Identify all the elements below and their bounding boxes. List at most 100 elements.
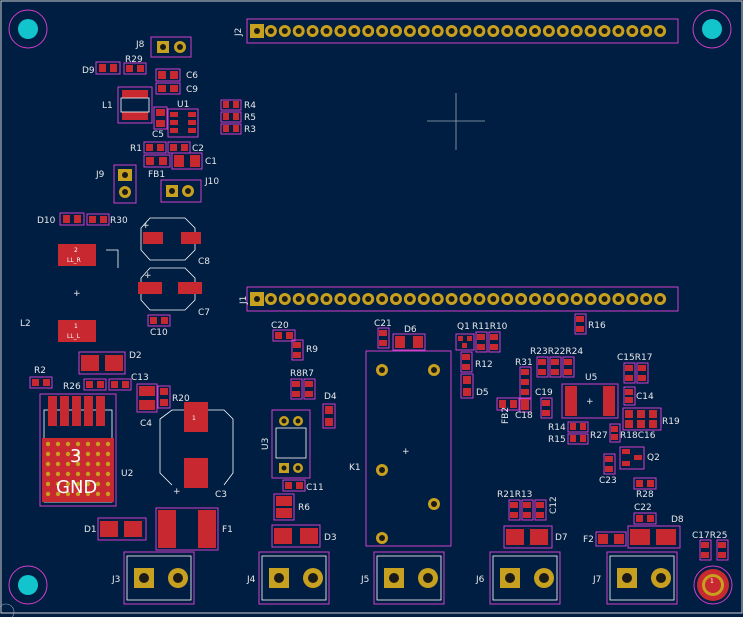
R22-resistor[interactable] bbox=[549, 356, 562, 378]
R29-resistor[interactable] bbox=[123, 62, 147, 75]
Q1-transistor[interactable] bbox=[455, 333, 475, 351]
D2-diode[interactable] bbox=[78, 351, 126, 375]
C1-capacitor[interactable] bbox=[171, 152, 203, 170]
U2-label: U2 bbox=[121, 469, 133, 479]
J6-terminal-block[interactable] bbox=[489, 551, 561, 605]
C9-capacitor[interactable] bbox=[155, 82, 181, 95]
J5-terminal-block[interactable] bbox=[373, 551, 445, 605]
C17-capacitor[interactable] bbox=[699, 539, 712, 561]
F2-fuse[interactable] bbox=[595, 531, 627, 547]
J1-pin bbox=[556, 293, 569, 305]
R11-resistor[interactable] bbox=[475, 331, 488, 353]
R23-resistor[interactable] bbox=[536, 356, 549, 378]
R6-resistor[interactable] bbox=[273, 493, 295, 521]
C15R17-label: C15R17 bbox=[617, 353, 652, 363]
R9-resistor[interactable] bbox=[291, 339, 304, 361]
D7-diode[interactable] bbox=[503, 525, 553, 549]
R30-resistor[interactable] bbox=[86, 213, 110, 226]
C14-capacitor[interactable] bbox=[623, 386, 636, 406]
R28-resistor[interactable] bbox=[633, 477, 657, 490]
C20-capacitor[interactable] bbox=[272, 329, 296, 342]
R12-resistor[interactable] bbox=[460, 351, 473, 373]
R16-resistor[interactable] bbox=[574, 313, 587, 335]
C-small-near-R26[interactable] bbox=[108, 378, 132, 391]
R3-resistor[interactable] bbox=[220, 123, 242, 135]
thermal-via bbox=[85, 471, 91, 477]
C23-capacitor[interactable] bbox=[603, 453, 616, 475]
J1-pin bbox=[334, 293, 347, 305]
R19-resistors[interactable] bbox=[622, 407, 662, 431]
L2-inductor[interactable]: 2 LL_R 1 LL_L + bbox=[58, 244, 119, 342]
J8-connector[interactable] bbox=[150, 36, 192, 58]
FB1-ferrite[interactable] bbox=[143, 154, 171, 168]
C19-capacitor[interactable] bbox=[540, 397, 553, 419]
J3-terminal-block[interactable] bbox=[123, 551, 195, 605]
C15-capacitor[interactable] bbox=[623, 362, 636, 384]
U3-optocoupler[interactable] bbox=[271, 409, 311, 479]
K1-relay[interactable]: + bbox=[365, 350, 452, 547]
U2-regulator[interactable]: 3 GND bbox=[39, 393, 117, 507]
R15-resistor[interactable] bbox=[567, 433, 589, 445]
C10-capacitor[interactable] bbox=[147, 314, 171, 327]
J1-header[interactable] bbox=[246, 286, 679, 312]
C3-capacitor[interactable]: 1 + bbox=[159, 402, 234, 497]
J2-header[interactable] bbox=[246, 18, 679, 44]
D9-led[interactable] bbox=[95, 61, 121, 75]
R31-resistor[interactable] bbox=[519, 366, 532, 400]
R24-resistor[interactable] bbox=[562, 356, 575, 378]
J10-connector[interactable] bbox=[160, 179, 202, 203]
D5-diode[interactable] bbox=[460, 373, 474, 399]
D1-diode[interactable] bbox=[97, 517, 147, 541]
C13-capacitor[interactable] bbox=[157, 385, 171, 409]
C12-capacitor[interactable] bbox=[534, 499, 547, 521]
thermal-via bbox=[65, 461, 71, 467]
R4-resistor[interactable] bbox=[220, 99, 242, 111]
C2-capacitor[interactable] bbox=[167, 141, 191, 154]
R25-resistor[interactable] bbox=[716, 539, 729, 561]
svg-text:1: 1 bbox=[74, 323, 78, 330]
D6-diode[interactable] bbox=[392, 333, 426, 351]
L1-inductor[interactable] bbox=[117, 86, 153, 124]
R7-resistor[interactable] bbox=[303, 378, 316, 400]
J7-terminal-block[interactable] bbox=[606, 551, 678, 605]
R21-resistor[interactable] bbox=[508, 499, 521, 521]
C8-capacitor[interactable]: + bbox=[140, 217, 201, 261]
D4-diode[interactable] bbox=[322, 403, 336, 429]
J2-pin bbox=[445, 25, 458, 37]
J2-pin bbox=[473, 25, 486, 37]
D3-diode[interactable] bbox=[271, 524, 321, 548]
D10-led[interactable] bbox=[59, 212, 85, 226]
R14-resistor[interactable] bbox=[567, 421, 589, 433]
D8-diode[interactable] bbox=[627, 525, 681, 549]
F1-fuse[interactable] bbox=[155, 507, 219, 551]
R17-resistor[interactable] bbox=[636, 362, 649, 384]
svg-text:+: + bbox=[586, 397, 594, 407]
svg-text:GND: GND bbox=[56, 477, 97, 498]
C4-capacitor[interactable] bbox=[136, 383, 158, 413]
U1-regulator[interactable] bbox=[167, 108, 199, 138]
C6-capacitor[interactable] bbox=[155, 68, 181, 82]
svg-text:LL_L: LL_L bbox=[67, 333, 81, 340]
R2-resistor[interactable] bbox=[29, 376, 53, 389]
R10-resistor[interactable] bbox=[488, 331, 501, 353]
C7-capacitor[interactable]: + bbox=[138, 267, 202, 311]
Q2-transistor[interactable] bbox=[619, 446, 645, 470]
C18-capacitor[interactable] bbox=[519, 397, 532, 413]
R1-resistor[interactable] bbox=[143, 141, 167, 154]
C11-capacitor[interactable] bbox=[282, 479, 306, 492]
C21-capacitor[interactable] bbox=[377, 327, 390, 349]
J1-pin bbox=[570, 293, 583, 305]
R5-resistor[interactable] bbox=[220, 111, 242, 123]
R27-resistor[interactable] bbox=[609, 423, 621, 443]
R26-resistor[interactable] bbox=[83, 378, 107, 391]
J9-connector[interactable] bbox=[113, 164, 137, 204]
C5-capacitor[interactable] bbox=[153, 106, 168, 130]
C22-capacitor[interactable] bbox=[633, 512, 657, 525]
J4-terminal-block[interactable] bbox=[258, 551, 330, 605]
C7-label: C7 bbox=[198, 308, 210, 318]
FB2-ferrite[interactable] bbox=[496, 397, 520, 411]
thermal-via bbox=[75, 441, 81, 447]
R13-resistor[interactable] bbox=[521, 499, 534, 521]
U5-ic[interactable]: + bbox=[561, 383, 619, 419]
R8-resistor[interactable] bbox=[290, 378, 303, 400]
